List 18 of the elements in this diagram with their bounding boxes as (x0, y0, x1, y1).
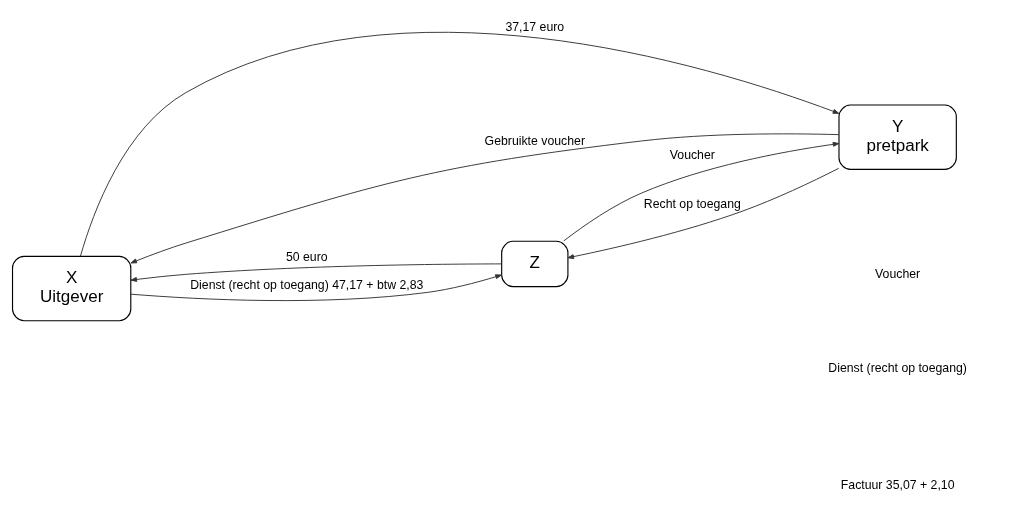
node-box: Y pretpark (838, 104, 957, 170)
label: Factuur 35,07 + 2,10 (840, 477, 955, 492)
edge-label: Recht op toegang (643, 196, 741, 211)
arrow (130, 274, 502, 302)
arrow (130, 133, 840, 264)
edge-label: Voucher (669, 148, 715, 163)
label: Dienst (recht op toegang) (828, 361, 967, 376)
edge-label: Gebruikte voucher (484, 134, 585, 149)
label: Voucher (875, 266, 921, 281)
arrow (567, 167, 840, 260)
node-box: Z (501, 240, 569, 288)
edge-label: 50 euro (285, 250, 328, 265)
node-box: X Uitgever (11, 255, 132, 322)
arrow (79, 32, 840, 257)
edge-label: 37,17 euro (505, 19, 565, 34)
arrow (130, 263, 503, 282)
arrow (563, 141, 840, 242)
edge-label: Dienst (recht op toegang) 47,17 + btw 2,83 (190, 277, 424, 292)
